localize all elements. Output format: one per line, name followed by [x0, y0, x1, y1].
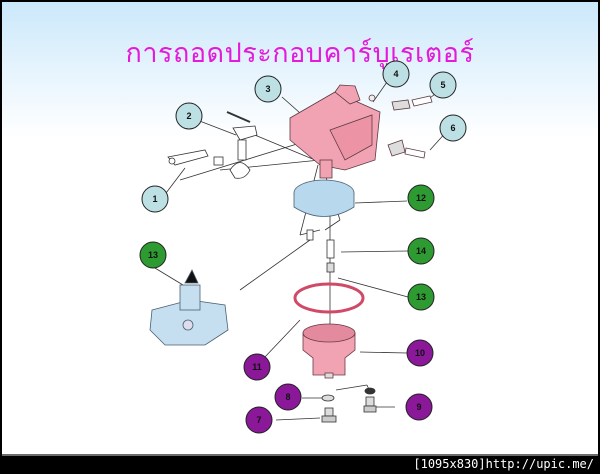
svg-text:12: 12 — [416, 193, 426, 203]
watermark-text: [1095x830]http://upic.me/ — [413, 457, 594, 471]
callout-9: 9 — [405, 393, 433, 421]
svg-text:5: 5 — [440, 80, 445, 90]
callout-12: 12 — [407, 184, 435, 212]
float-needle — [306, 229, 335, 273]
svg-text:6: 6 — [450, 123, 455, 133]
float — [293, 179, 355, 217]
carburetor-body — [289, 84, 433, 179]
svg-text:2: 2 — [186, 111, 191, 121]
callout-13-left: 13 — [139, 241, 167, 269]
svg-text:9: 9 — [416, 402, 421, 412]
watermark-bar: [1095x830]http://upic.me/ — [0, 456, 600, 474]
drain-bolt-parts — [321, 387, 377, 423]
svg-text:8: 8 — [285, 392, 290, 402]
svg-text:4: 4 — [393, 69, 398, 79]
callout-10: 10 — [406, 339, 434, 367]
svg-text:11: 11 — [252, 362, 262, 372]
svg-text:14: 14 — [416, 246, 426, 256]
svg-text:13: 13 — [416, 292, 426, 302]
callout-13-right: 13 — [407, 283, 435, 311]
callout-1: 1 — [141, 185, 169, 213]
callout-14: 14 — [407, 237, 435, 265]
callout-2: 2 — [175, 102, 203, 130]
callout-8: 8 — [274, 383, 302, 411]
float-bowl — [302, 323, 356, 379]
callout-7: 7 — [245, 406, 273, 434]
callout-3: 3 — [254, 75, 282, 103]
slide-background — [2, 2, 598, 454]
svg-text:13: 13 — [148, 250, 158, 260]
callout-6: 6 — [439, 114, 467, 142]
throttle-lever-assembly — [167, 111, 258, 179]
callout-5: 5 — [429, 71, 457, 99]
svg-text:1: 1 — [152, 194, 157, 204]
callout-4: 4 — [382, 60, 410, 88]
needle-clip-detail-inset — [149, 269, 229, 346]
slide-title: การถอดประกอบคาร์บูเรเตอร์ — [125, 38, 475, 69]
callout-11: 11 — [243, 353, 271, 381]
svg-text:7: 7 — [256, 415, 261, 425]
bottom-divider — [2, 454, 598, 456]
svg-text:3: 3 — [265, 84, 270, 94]
gasket-ring — [293, 282, 365, 314]
svg-text:10: 10 — [415, 348, 425, 358]
